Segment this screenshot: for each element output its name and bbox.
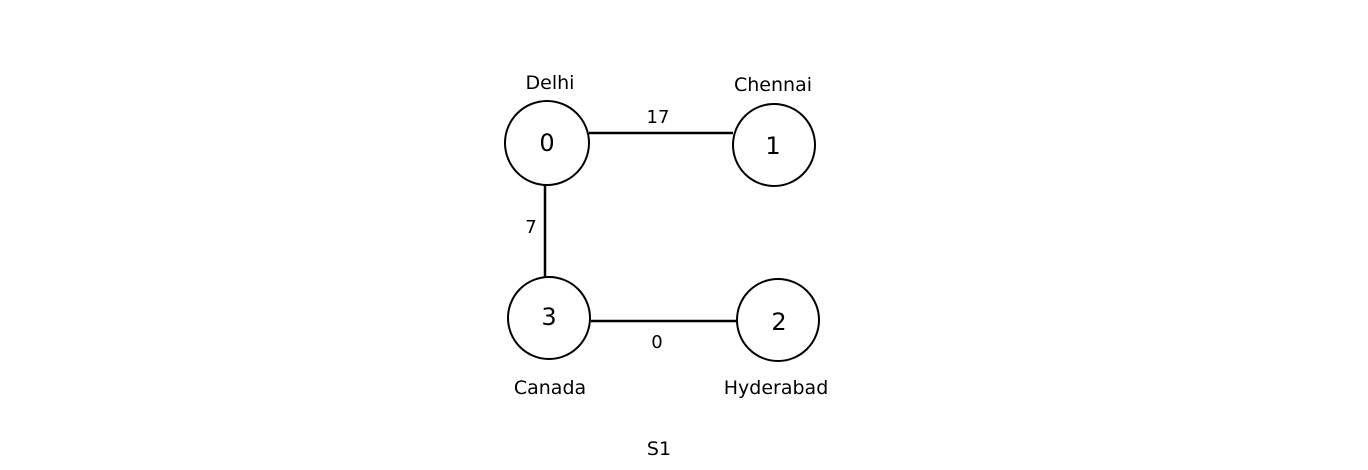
node-hyderabad-circle [736, 278, 820, 362]
node-delhi-label: Delhi [526, 72, 575, 94]
edge-weight-delhi-chennai: 17 [647, 107, 670, 128]
edge-weight-delhi-canada: 7 [525, 217, 536, 238]
node-chennai-label: Chennai [734, 74, 812, 96]
node-chennai: 1 Chennai [732, 74, 816, 187]
node-delhi-number: 0 [539, 129, 554, 157]
node-hyderabad-number: 2 [771, 308, 786, 336]
node-canada: 3 Canada [507, 276, 591, 399]
node-delhi: 0 Delhi [504, 72, 590, 186]
node-canada-circle [507, 276, 591, 360]
node-canada-number: 3 [541, 303, 556, 331]
node-chennai-number: 1 [765, 132, 780, 160]
node-canada-label: Canada [514, 377, 586, 399]
node-hyderabad-label: Hyderabad [724, 377, 829, 399]
node-chennai-circle [732, 103, 816, 187]
edge-weight-canada-hyderabad: 0 [651, 332, 662, 353]
node-hyderabad: 2 Hyderabad [724, 278, 829, 399]
diagram-caption: S1 [647, 438, 671, 460]
node-delhi-circle [504, 100, 590, 186]
